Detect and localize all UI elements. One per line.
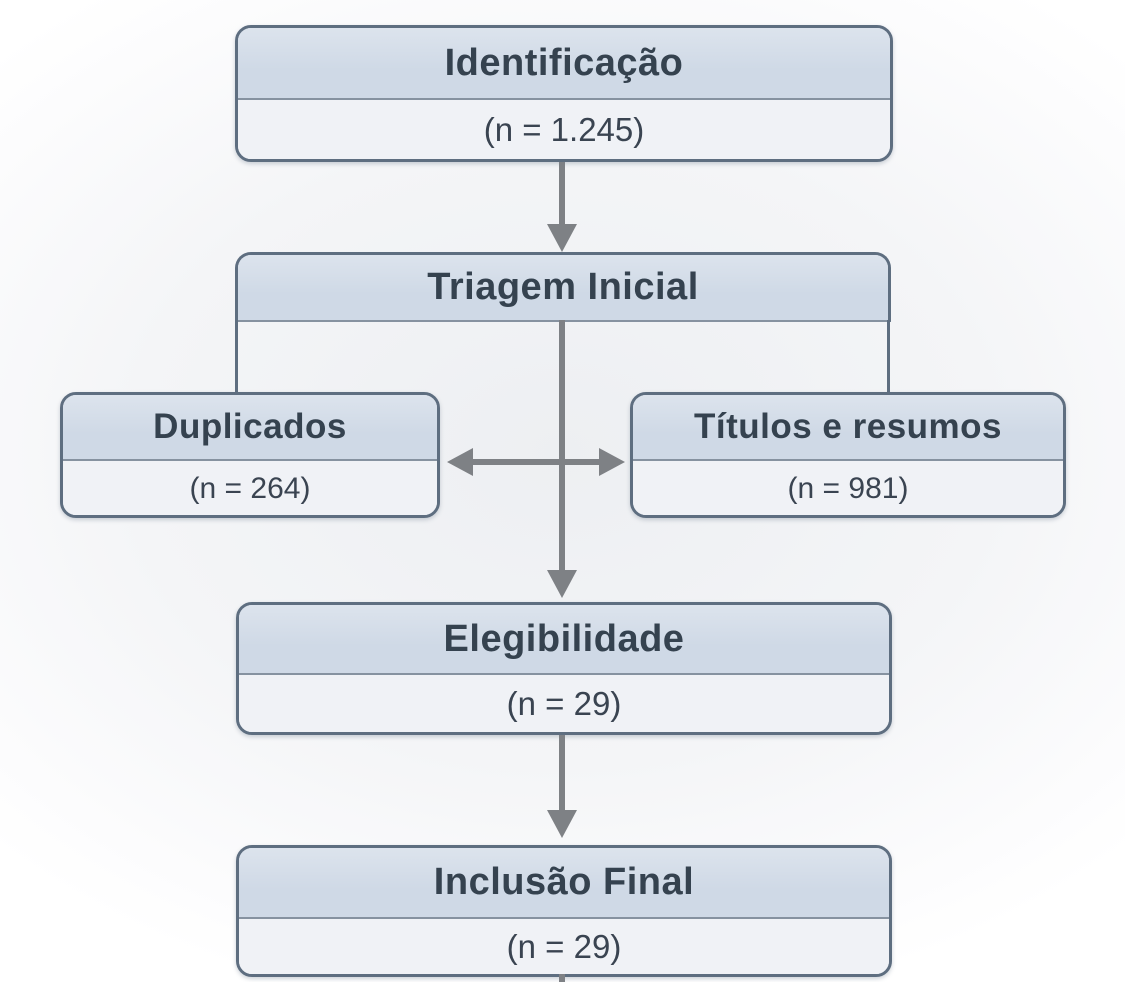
node-header-final-inclusion: Inclusão Final bbox=[239, 848, 889, 919]
node-header-titles-abstracts: Títulos e resumos bbox=[633, 395, 1063, 461]
node-body-final-inclusion: (n = 29) bbox=[239, 919, 889, 974]
arrow-shaft bbox=[559, 735, 565, 810]
node-title-eligibility: Elegibilidade bbox=[443, 617, 685, 660]
arrow-head-left-icon bbox=[447, 448, 473, 476]
node-title-identification: Identificação bbox=[444, 41, 684, 84]
node-title-final-inclusion: Inclusão Final bbox=[433, 861, 695, 903]
node-header-duplicates: Duplicados bbox=[63, 395, 437, 461]
arrow-shaft bbox=[559, 320, 565, 570]
arrow-head-down-icon bbox=[547, 810, 577, 838]
flow-node-eligibility: Elegibilidade (n = 29) bbox=[236, 602, 892, 735]
node-value-final-inclusion: (n = 29) bbox=[506, 928, 622, 965]
node-body-eligibility: (n = 29) bbox=[239, 675, 889, 732]
node-value-identification: (n = 1.245) bbox=[483, 111, 645, 148]
flow-node-screening: Triagem Inicial bbox=[235, 252, 891, 322]
connector-stub-bottom bbox=[559, 974, 565, 982]
arrow-shaft bbox=[559, 162, 565, 224]
connector-screening-to-duplicates bbox=[235, 320, 238, 394]
node-title-duplicates: Duplicados bbox=[153, 407, 347, 446]
node-header-screening: Triagem Inicial bbox=[238, 255, 888, 320]
flow-node-identification: Identificação (n = 1.245) bbox=[235, 25, 893, 162]
node-body-titles-abstracts: (n = 981) bbox=[633, 461, 1063, 515]
node-body-duplicates: (n = 264) bbox=[63, 461, 437, 515]
node-value-eligibility: (n = 29) bbox=[506, 685, 622, 722]
node-title-screening: Triagem Inicial bbox=[427, 266, 699, 308]
flow-node-final-inclusion: Inclusão Final (n = 29) bbox=[236, 845, 892, 977]
connector-screening-to-titles bbox=[887, 320, 890, 394]
arrow-head-down-icon bbox=[547, 224, 577, 252]
arrow-shaft bbox=[471, 459, 602, 465]
node-header-eligibility: Elegibilidade bbox=[239, 605, 889, 675]
node-value-titles-abstracts: (n = 981) bbox=[787, 471, 909, 505]
node-value-duplicates: (n = 264) bbox=[189, 471, 311, 505]
node-header-identification: Identificação bbox=[238, 28, 890, 100]
node-title-titles-abstracts: Títulos e resumos bbox=[693, 407, 1003, 446]
arrow-head-right-icon bbox=[599, 448, 625, 476]
arrow-head-down-icon bbox=[547, 570, 577, 598]
flow-node-duplicates: Duplicados (n = 264) bbox=[60, 392, 440, 518]
node-body-identification: (n = 1.245) bbox=[238, 100, 890, 159]
flow-node-titles-abstracts: Títulos e resumos (n = 981) bbox=[630, 392, 1066, 518]
